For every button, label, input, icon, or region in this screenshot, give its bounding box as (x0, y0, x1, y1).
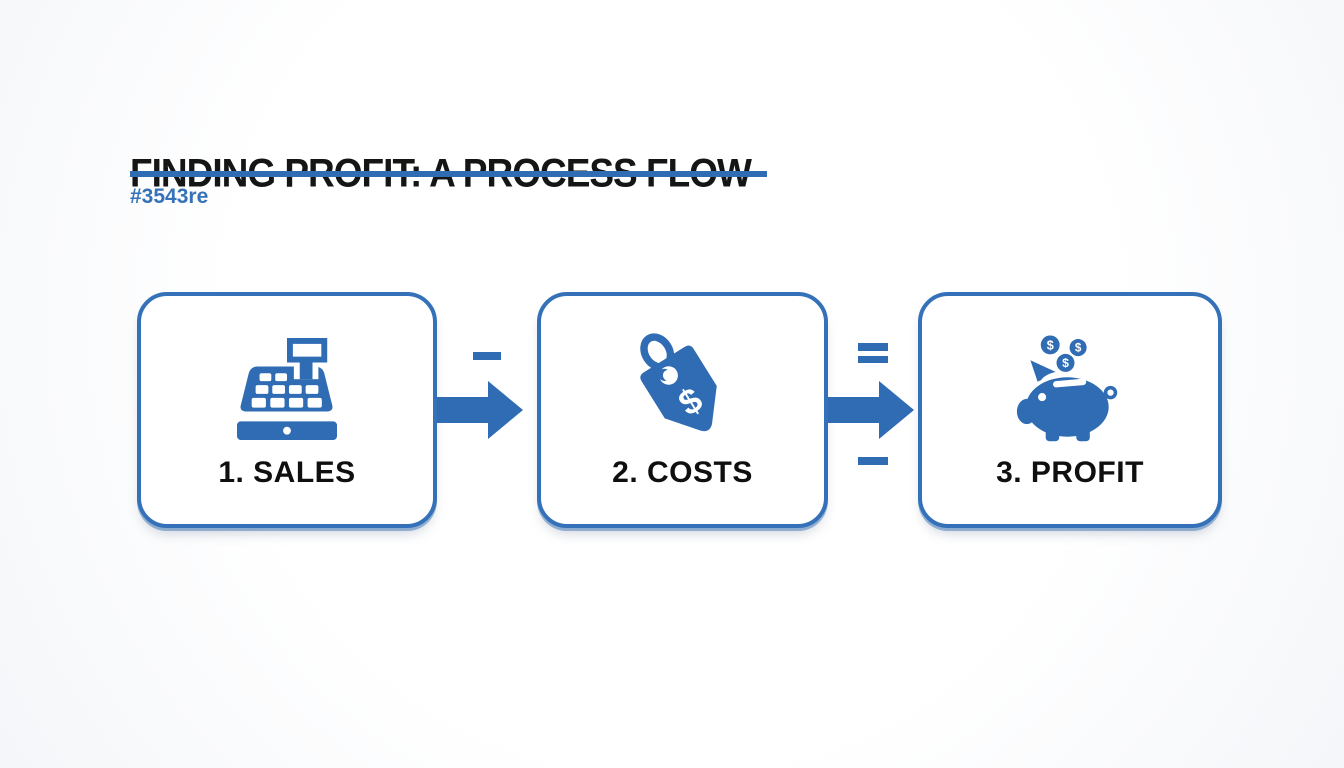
step-box-profit: $ $ $ 3. PROFIT (918, 292, 1222, 528)
dollar-glyph: $ (1062, 356, 1069, 370)
arrow-right-icon (828, 381, 914, 439)
step-label-sales: 1. SALES (218, 456, 356, 489)
step-label-profit: 3. PROFIT (996, 456, 1144, 489)
cash-register-icon (141, 326, 433, 452)
dollar-glyph: $ (1047, 338, 1054, 352)
equals-bar (858, 355, 888, 363)
piggy-bank-icon: $ $ $ (922, 326, 1218, 452)
title-underline (130, 171, 767, 177)
equals-bar (858, 343, 888, 351)
step-box-costs: $ 2. COSTS (537, 292, 828, 528)
minus-operator (473, 352, 501, 360)
step-label-costs: 2. COSTS (612, 456, 753, 489)
dollar-glyph: $ (1075, 342, 1082, 355)
step-box-sales: 1. SALES (137, 292, 437, 528)
minus-operator (858, 457, 888, 465)
arrow-right-icon (437, 381, 523, 439)
equals-operator (858, 343, 888, 363)
price-tag-icon: $ (541, 326, 824, 452)
subtitle-code: #3543re (130, 185, 209, 208)
